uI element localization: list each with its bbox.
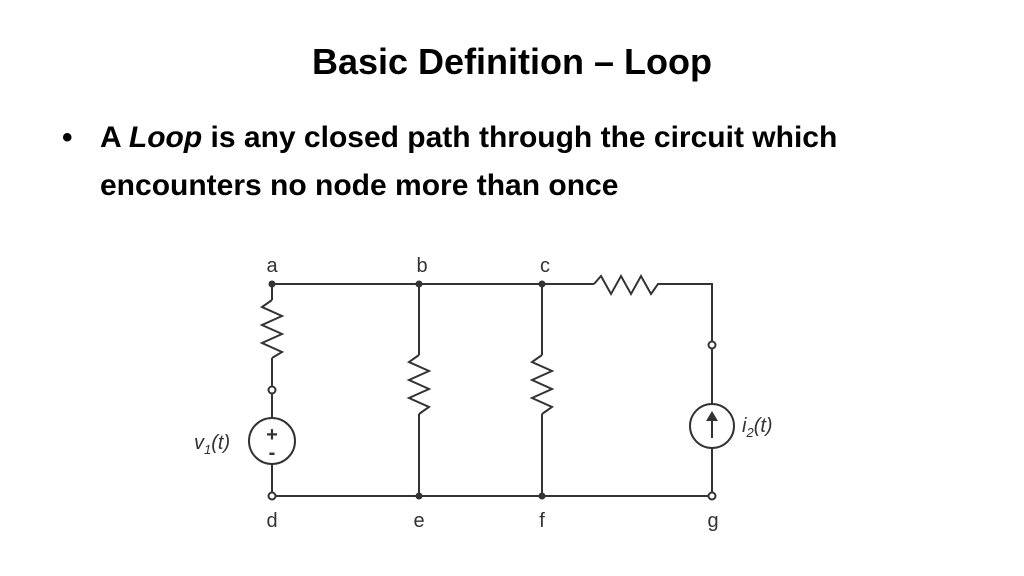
node-label-a: a (266, 255, 278, 277)
terminal-left-upper (267, 385, 277, 395)
node-f-dot (538, 492, 546, 500)
terminal-right-upper (707, 340, 717, 350)
node-label-e: e (413, 510, 424, 532)
terminal-left-lower (267, 491, 277, 501)
node-label-g: g (707, 510, 718, 532)
node-label-d: d (266, 510, 277, 532)
bullet-lead: A (100, 121, 129, 154)
node-c-dot (538, 280, 546, 288)
resistor-cf (529, 354, 555, 415)
bullet-text: A Loop is any closed path through the ci… (100, 114, 960, 210)
node-label-f: f (539, 510, 545, 532)
bullet-rest: is any closed path through the circuit w… (100, 121, 838, 202)
node-e-dot (415, 492, 423, 500)
slide-title: Basic Definition – Loop (311, 41, 713, 82)
voltage-source-plus: + (266, 424, 278, 446)
node-a-dot (268, 280, 276, 288)
node-label-b: b (416, 255, 427, 277)
current-source-arrow-icon (706, 411, 718, 421)
resistor-be (406, 354, 432, 415)
terminal-right-lower (707, 491, 717, 501)
resistor-top (593, 273, 713, 345)
resistor-left (259, 299, 285, 359)
current-source-label: i2(t) (742, 415, 773, 440)
bullet-term: Loop (128, 121, 203, 154)
bullet-marker: • (62, 121, 73, 154)
voltage-source-minus: - (269, 442, 276, 464)
node-b-dot (415, 280, 423, 288)
node-label-c: c (540, 255, 550, 277)
voltage-source-label: v1(t) (194, 432, 230, 457)
